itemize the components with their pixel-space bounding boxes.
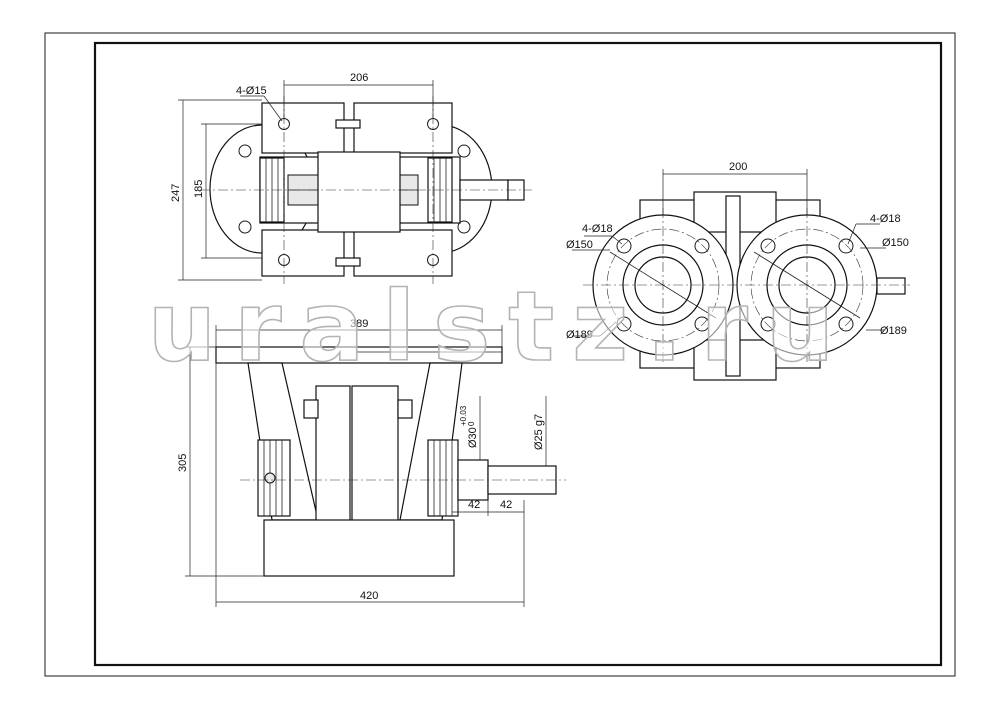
support-block xyxy=(353,102,453,154)
flange-hole xyxy=(694,316,710,332)
support-block xyxy=(261,102,345,154)
top-holes-label: 4-Ø15 xyxy=(236,85,267,97)
top-dim-height-outer: 247 xyxy=(170,184,182,202)
top-plate xyxy=(215,346,503,364)
bolt-head xyxy=(397,399,413,419)
side-dim-bore: Ø30 xyxy=(467,427,479,448)
top-dim-width: 206 xyxy=(350,72,368,84)
side-dim-step-2: 42 xyxy=(500,499,512,511)
left-column xyxy=(315,385,351,527)
end-dim-width: 200 xyxy=(729,161,747,173)
top-dim-height-inner: 185 xyxy=(193,180,205,198)
end-left-pcd: Ø150 xyxy=(566,239,593,251)
center-block xyxy=(317,151,401,233)
flange-hole xyxy=(838,316,854,332)
end-shaft xyxy=(876,277,906,295)
end-right-holes: 4-Ø18 xyxy=(870,213,901,225)
flange-hole xyxy=(616,316,632,332)
side-dim-top: 389 xyxy=(350,318,368,330)
side-dim-height: 305 xyxy=(177,454,189,472)
flange-hole xyxy=(457,144,471,158)
side-view xyxy=(185,325,566,607)
flange-hole xyxy=(760,238,776,254)
side-dim-step-1: 42 xyxy=(468,499,480,511)
flange-hole xyxy=(838,238,854,254)
side-dim-bore-upper-tol: +0.03 xyxy=(459,405,468,426)
end-right-outer: Ø189 xyxy=(880,325,907,337)
end-left-outer: Ø189 xyxy=(566,329,593,341)
grease-nipple xyxy=(264,472,276,484)
support-block xyxy=(353,229,453,277)
end-right-pcd: Ø150 xyxy=(882,237,909,249)
watermark: uralstz.ru xyxy=(148,271,852,383)
flange-hole xyxy=(238,220,252,234)
flange-hole xyxy=(760,316,776,332)
end-view xyxy=(572,169,910,381)
flange-hole xyxy=(457,220,471,234)
flange-hole xyxy=(694,238,710,254)
outer-frame xyxy=(44,32,956,677)
side-dim-shaft: Ø25 g7 xyxy=(533,414,545,450)
inner-frame xyxy=(93,41,943,667)
end-left-holes: 4-Ø18 xyxy=(582,223,613,235)
tie-rod xyxy=(335,119,361,129)
bolt-head xyxy=(303,399,319,419)
side-dim-bottom: 420 xyxy=(360,590,378,602)
side-dim-bore-lower-tol: 0 xyxy=(467,421,476,426)
right-column xyxy=(351,385,399,537)
base-plate xyxy=(263,519,455,577)
tie-rod xyxy=(335,257,361,267)
support-block xyxy=(261,229,345,277)
flange-hole xyxy=(616,238,632,254)
top-view xyxy=(178,80,532,284)
flange-hole xyxy=(238,144,252,158)
right-gear-assembly xyxy=(427,439,459,517)
